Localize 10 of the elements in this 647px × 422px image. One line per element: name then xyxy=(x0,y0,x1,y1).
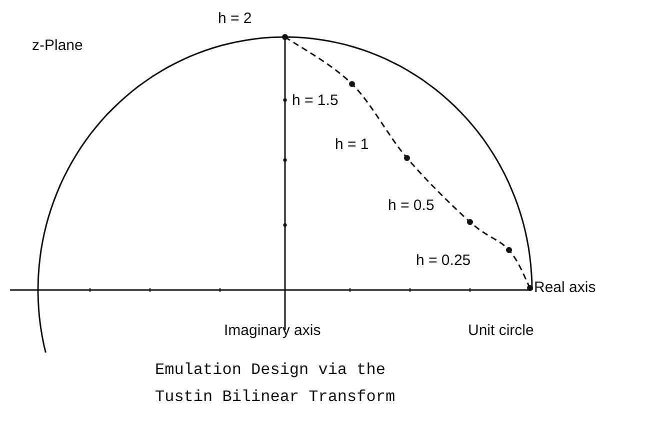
caption: Emulation Design via the Tustin Bilinear Transform xyxy=(155,360,396,408)
axis-label: Unit circle xyxy=(468,322,534,340)
point-label: h = 0.25 xyxy=(416,252,471,270)
point-label: h = 1 xyxy=(335,136,369,154)
point-label: h = 1.5 xyxy=(292,92,338,110)
point-label: h = 2 xyxy=(218,10,252,28)
axis-label: Imaginary axis xyxy=(224,322,321,340)
plane-label: z-Plane xyxy=(32,37,83,55)
point-label: h = 0.5 xyxy=(388,197,434,215)
axis-label: Real axis xyxy=(534,279,596,297)
